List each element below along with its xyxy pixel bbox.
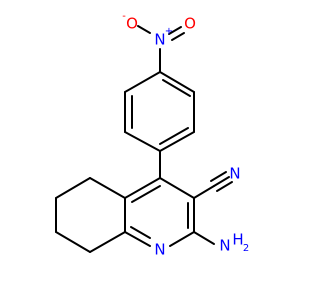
bond-nitro-o-minus [137,25,151,34]
bond-phenyl-1-inner [162,79,191,97]
molecule-structure: O - N + O N N H 2 N [55,11,249,259]
amino-hydrogen-count-label: 2 [243,243,249,254]
nitro-nitrogen-label: N [154,31,165,49]
bond-cyclohexene-1 [89,177,126,199]
bond-pyridine-n-c8a [124,231,151,247]
nitro-oxygen-minus-label: O [126,15,138,33]
bond-pyridine-c4a-c4 [124,177,161,199]
bond-nitrile-triple-3 [216,181,233,192]
bond-phenyl-6 [124,71,161,93]
molecule-canvas: O - N + O N N H 2 N [55,11,250,259]
bond-pyridine-n-c8a-inner [130,226,151,239]
nitro-oxygen-label: O [184,15,196,33]
bond-phenyl-3-inner [159,127,189,145]
bond-phenyl-4 [124,131,161,152]
bond-nitrile-triple-1 [213,176,230,187]
bond-c2-amino [193,231,215,245]
bond-cyclohexene-4 [55,231,91,253]
bond-c3-nitrile-carbon [193,185,215,199]
nitrile-nitrogen-label: N [229,165,240,183]
bond-phenyl-1 [159,71,195,93]
nitro-oxygen-minus-charge: - [122,11,126,22]
amino-hydrogen-label: H [232,231,243,249]
pyridine-nitrogen-label: N [154,241,165,259]
bond-pyridine-c2-n [169,231,195,247]
bond-phenyl-3 [159,131,195,152]
bond-cyclohexene-2 [55,177,91,199]
bond-cyclohexene-5 [89,231,126,253]
bond-pyridine-c4-c3 [159,177,195,199]
bond-nitrile-triple-2 [210,171,227,182]
bond-nitro-o-double-1 [168,26,182,35]
bond-pyridine-c4a-c4-inner [131,185,161,203]
bond-nitro-o-double-2 [171,32,185,41]
nitro-nitrogen-charge: + [165,26,173,37]
amino-nitrogen-label: N [219,237,230,255]
